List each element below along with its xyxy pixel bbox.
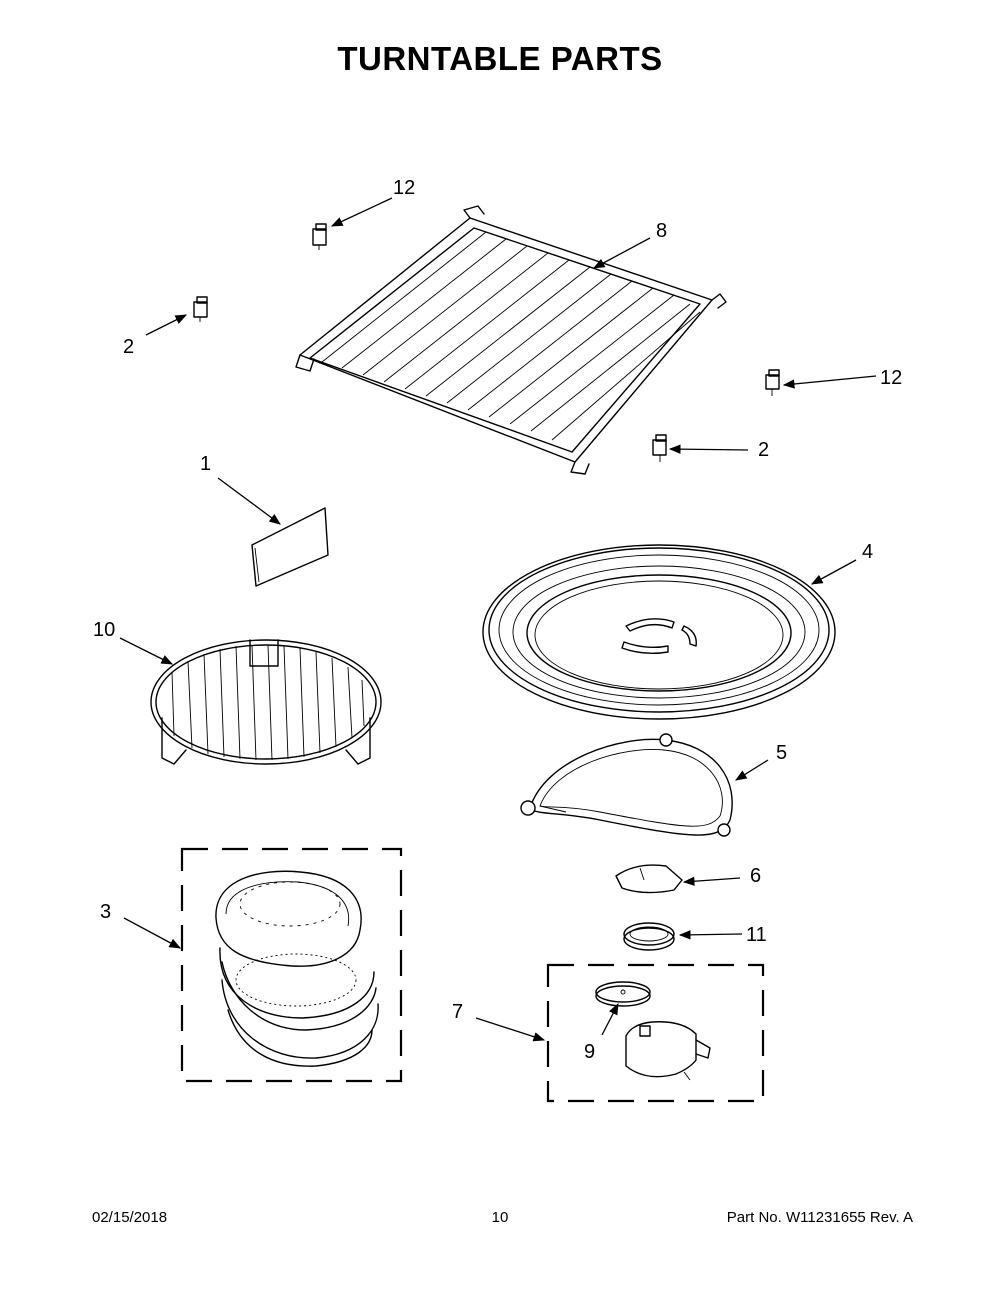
drive-gear-part-9 xyxy=(595,981,651,1007)
callout-1: 1 xyxy=(200,453,211,475)
callout-7: 7 xyxy=(452,1001,463,1023)
leader-lines xyxy=(119,197,877,1042)
waveguide-cover-part-1 xyxy=(251,507,329,587)
callout-12-top: 12 xyxy=(393,177,415,199)
clip-part-2-right xyxy=(652,434,667,462)
clip-part-2-left xyxy=(193,296,208,322)
page-title: TURNTABLE PARTS xyxy=(337,40,663,77)
coupler-part-6 xyxy=(615,864,683,894)
clip-part-12-right xyxy=(765,369,780,396)
footer-page-number: 10 xyxy=(491,1209,509,1226)
callout-2-left: 2 xyxy=(123,336,134,358)
clip-part-12-left xyxy=(312,223,327,250)
callout-2-right: 2 xyxy=(758,439,769,461)
callout-9: 9 xyxy=(584,1041,595,1063)
oven-rack-part-8 xyxy=(295,205,727,475)
ring-part-11 xyxy=(623,922,675,951)
callout-10: 10 xyxy=(93,619,115,641)
turntable-tray-part-4 xyxy=(482,544,836,720)
callout-5: 5 xyxy=(776,742,787,764)
callout-4: 4 xyxy=(862,541,873,563)
wire-rack-part-10 xyxy=(150,639,382,765)
steamer-part-3 xyxy=(180,847,403,1083)
motor-part-7 xyxy=(546,963,765,1103)
callout-6: 6 xyxy=(750,865,761,887)
callout-numbers: 12 8 2 12 2 1 4 10 5 6 3 11 7 9 xyxy=(93,177,902,1063)
footer-part-number: Part No. W11231655 Rev. A xyxy=(726,1209,913,1226)
callout-12-right: 12 xyxy=(880,367,902,389)
callout-8: 8 xyxy=(656,220,667,242)
callout-3: 3 xyxy=(100,901,111,923)
footer-date: 02/15/2018 xyxy=(92,1209,168,1226)
roller-support-part-5 xyxy=(520,733,733,837)
callout-11: 11 xyxy=(746,924,767,946)
